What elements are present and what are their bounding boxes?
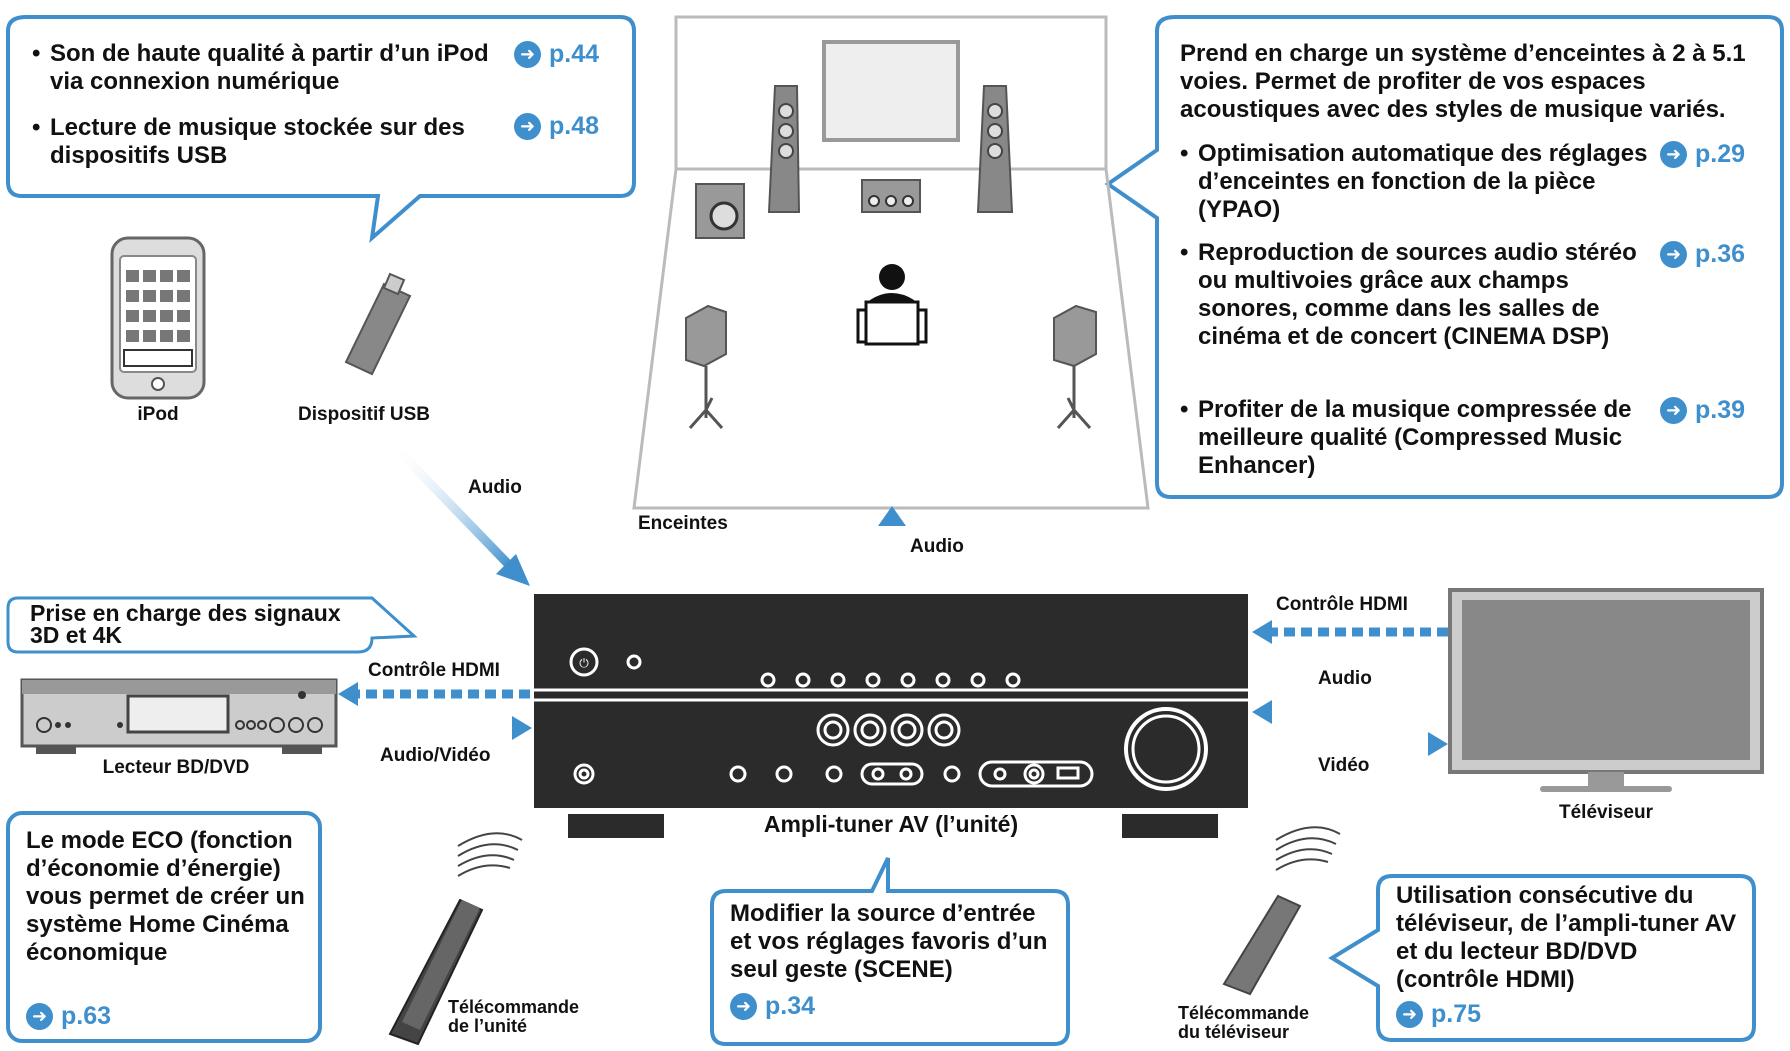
eco-text: Le mode ECO (fonction d’économie d’énerg…	[26, 827, 305, 966]
page-ref-compressed-music[interactable]: ➜ p.39	[1660, 396, 1745, 425]
usb-device	[344, 272, 412, 376]
bd-av-arrow	[338, 716, 532, 740]
page-ref-scene[interactable]: ➜ p.34	[730, 992, 815, 1021]
arrow-right-circle-icon: ➜	[1396, 1001, 1423, 1028]
page-ref-ypao[interactable]: ➜ p.29	[1660, 140, 1745, 169]
page-ref-ipod-label: p.44	[549, 40, 600, 68]
page-ref-compressed-music-label: p.39	[1695, 396, 1746, 424]
page-ref-usb[interactable]: ➜ p.48	[514, 112, 599, 141]
usb-audio-label: Audio	[468, 477, 522, 498]
bd-player-device	[20, 678, 338, 754]
tv-audio-label: Audio	[1318, 668, 1372, 689]
page-ref-scene-label: p.34	[765, 992, 816, 1020]
hdmi-control-text: Utilisation consécutive du téléviseur, d…	[1396, 882, 1737, 993]
feature-compressed-music: Profiter de la musique compressée de mei…	[1180, 396, 1638, 480]
av-receiver-device: ⏻	[534, 594, 1248, 838]
tv-video-arrow	[1252, 732, 1448, 756]
remote-unit-caption: Télécommande de l’unité	[448, 997, 580, 1036]
tv-hdmi-label: Contrôle HDMI	[1276, 594, 1408, 615]
svg-text:⏻: ⏻	[579, 656, 589, 670]
remote-tv-device	[1222, 826, 1341, 996]
remote-tv-caption: Télécommande du téléviseur	[1178, 1003, 1310, 1042]
arrow-right-circle-icon: ➜	[514, 41, 541, 68]
remote-unit-device	[388, 832, 523, 1046]
arrow-right-circle-icon: ➜	[26, 1003, 53, 1030]
signals-callout	[6, 596, 418, 654]
ipod-device	[110, 236, 206, 400]
tv-audio-arrow	[1252, 700, 1448, 724]
speaker-room	[632, 15, 1150, 510]
bd-player-caption: Lecteur BD/DVD	[102, 757, 250, 778]
page-ref-hdmi-label: p.75	[1431, 1000, 1482, 1028]
scene-text: Modifier la source d’entrée et vos régla…	[730, 900, 1048, 983]
feature-cinema-dsp: Reproduction de sources audio stéréo ou …	[1180, 239, 1658, 351]
usb-caption: Dispositif USB	[298, 404, 430, 425]
bd-av-label: Audio/Vidéo	[380, 745, 491, 766]
page-ref-cinema-dsp-label: p.36	[1695, 240, 1746, 268]
speakers-audio-arrow	[878, 506, 906, 594]
tv-video-label: Vidéo	[1318, 755, 1370, 776]
signals-text: Prise en charge des signaux 3D et 4K	[30, 600, 341, 648]
arrow-right-circle-icon: ➜	[1660, 241, 1687, 268]
tv-caption: Téléviseur	[1559, 802, 1653, 823]
listener	[856, 264, 928, 346]
usb-audio-arrow	[390, 442, 530, 586]
speakers-audio-label: Audio	[910, 536, 964, 557]
hdmi-callout	[1328, 874, 1756, 1042]
page-ref-hdmi[interactable]: ➜ p.75	[1396, 1000, 1481, 1029]
eco-callout	[6, 811, 322, 1043]
tv-in-room	[822, 40, 960, 142]
speakers-intro: Prend en charge un système d’enceintes à…	[1180, 40, 1746, 123]
surround-right-speaker	[1053, 304, 1097, 429]
ipod-caption: iPod	[137, 404, 179, 425]
front-right-speaker	[976, 85, 1014, 213]
arrow-right-circle-icon: ➜	[730, 993, 757, 1020]
tv-device	[1448, 588, 1764, 792]
page-ref-usb-label: p.48	[549, 112, 600, 140]
page-ref-cinema-dsp[interactable]: ➜ p.36	[1660, 240, 1745, 269]
arrow-right-circle-icon: ➜	[514, 113, 541, 140]
feature-ipod: Son de haute qualité à partir d’un iPod …	[32, 40, 490, 96]
surround-left-speaker	[685, 304, 727, 429]
bd-hdmi-label: Contrôle HDMI	[368, 660, 500, 681]
arrow-right-circle-icon: ➜	[1660, 397, 1687, 424]
front-left-speaker	[767, 85, 801, 213]
page-ref-ypao-label: p.29	[1695, 140, 1746, 168]
tv-hdmi-arrow	[1252, 620, 1448, 644]
page-ref-ipod[interactable]: ➜ p.44	[514, 40, 599, 69]
center-speaker	[861, 179, 921, 213]
receiver-caption: Ampli-tuner AV (l’unité)	[763, 811, 1019, 837]
subwoofer	[695, 183, 745, 239]
feature-ypao: Optimisation automatique des réglages d’…	[1180, 140, 1658, 224]
scene-callout	[710, 857, 1070, 1046]
bd-hdmi-arrow	[338, 682, 530, 706]
page-ref-eco[interactable]: ➜ p.63	[26, 1002, 111, 1031]
feature-usb: Lecture de musique stockée sur des dispo…	[32, 114, 510, 170]
page-ref-eco-label: p.63	[61, 1002, 112, 1030]
speakers-caption: Enceintes	[638, 513, 728, 534]
arrow-right-circle-icon: ➜	[1660, 141, 1687, 168]
